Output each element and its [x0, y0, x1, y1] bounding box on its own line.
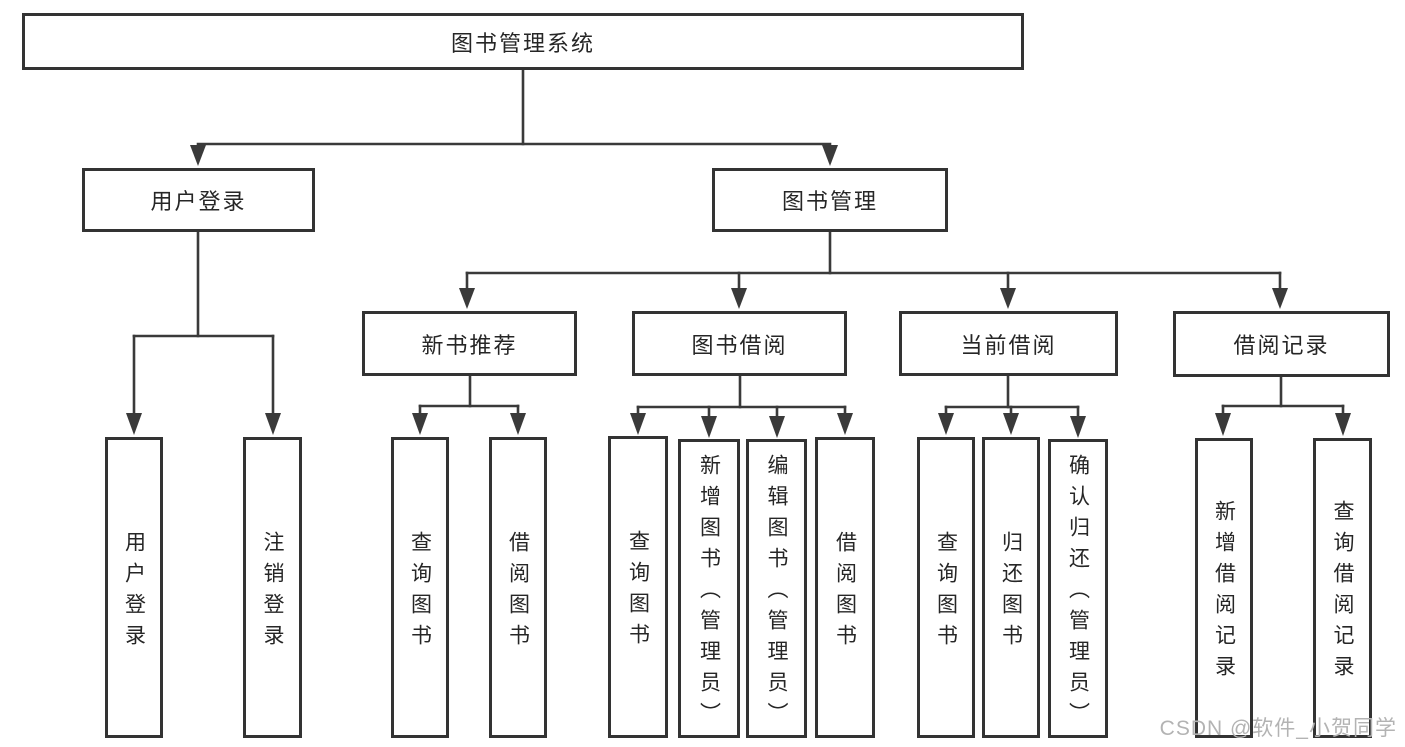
node-book-borrow-label: 图书借阅: [691, 332, 788, 358]
node-leaf-borrow-books-b-label: 借阅图书: [833, 530, 857, 655]
node-root: 图书管理系统: [22, 13, 1024, 70]
node-book-mgmt: 图书管理: [712, 168, 948, 232]
node-borrow-records-label: 借阅记录: [1233, 333, 1330, 358]
node-leaf-add-books-label: 新增图书（管理员）: [697, 454, 721, 733]
node-leaf-logout: 注销登录: [243, 437, 302, 738]
node-leaf-logout-label: 注销登录: [261, 530, 284, 655]
node-leaf-add-borrow-record: 新增借阅记录: [1195, 438, 1253, 738]
node-leaf-add-books: 新增图书（管理员）: [678, 439, 740, 738]
node-leaf-query-books-a: 查询图书: [391, 437, 449, 738]
node-leaf-borrow-books-a-label: 借阅图书: [506, 530, 530, 655]
node-leaf-user-login-label: 用户登录: [122, 530, 146, 655]
node-leaf-query-books-c-label: 查询图书: [934, 530, 958, 655]
node-leaf-borrow-books-b: 借阅图书: [815, 437, 875, 738]
node-leaf-query-books-c: 查询图书: [917, 437, 975, 738]
node-new-book-rec-label: 新书推荐: [421, 332, 518, 358]
node-user-login: 用户登录: [82, 168, 315, 232]
node-leaf-user-login: 用户登录: [105, 437, 163, 738]
node-user-login-label: 用户登录: [150, 189, 247, 214]
node-current-borrow: 当前借阅: [899, 311, 1118, 376]
node-borrow-records: 借阅记录: [1173, 311, 1390, 377]
node-book-borrow: 图书借阅: [632, 311, 847, 376]
node-leaf-edit-books: 编辑图书（管理员）: [746, 439, 807, 738]
node-leaf-query-books-a-label: 查询图书: [408, 530, 432, 655]
node-leaf-return-books: 归还图书: [982, 437, 1040, 738]
node-leaf-borrow-books-a: 借阅图书: [489, 437, 547, 738]
node-leaf-query-books-b: 查询图书: [608, 436, 668, 738]
node-leaf-confirm-return: 确认归还（管理员）: [1048, 439, 1108, 738]
node-new-book-rec: 新书推荐: [362, 311, 577, 376]
csdn-watermark: CSDN @软件_小贺同学: [1159, 717, 1397, 740]
node-leaf-query-borrow-record-label: 查询借阅记录: [1331, 500, 1354, 686]
node-leaf-return-books-label: 归还图书: [999, 530, 1023, 655]
node-leaf-add-borrow-record-label: 新增借阅记录: [1212, 500, 1236, 686]
node-leaf-confirm-return-label: 确认归还（管理员）: [1066, 454, 1090, 733]
node-book-mgmt-label: 图书管理: [781, 189, 878, 214]
node-root-label: 图书管理系统: [450, 30, 595, 56]
node-leaf-edit-books-label: 编辑图书（管理员）: [765, 454, 788, 733]
node-leaf-query-books-b-label: 查询图书: [626, 530, 650, 654]
node-current-borrow-label: 当前借阅: [960, 332, 1057, 358]
node-leaf-query-borrow-record: 查询借阅记录: [1313, 438, 1372, 738]
